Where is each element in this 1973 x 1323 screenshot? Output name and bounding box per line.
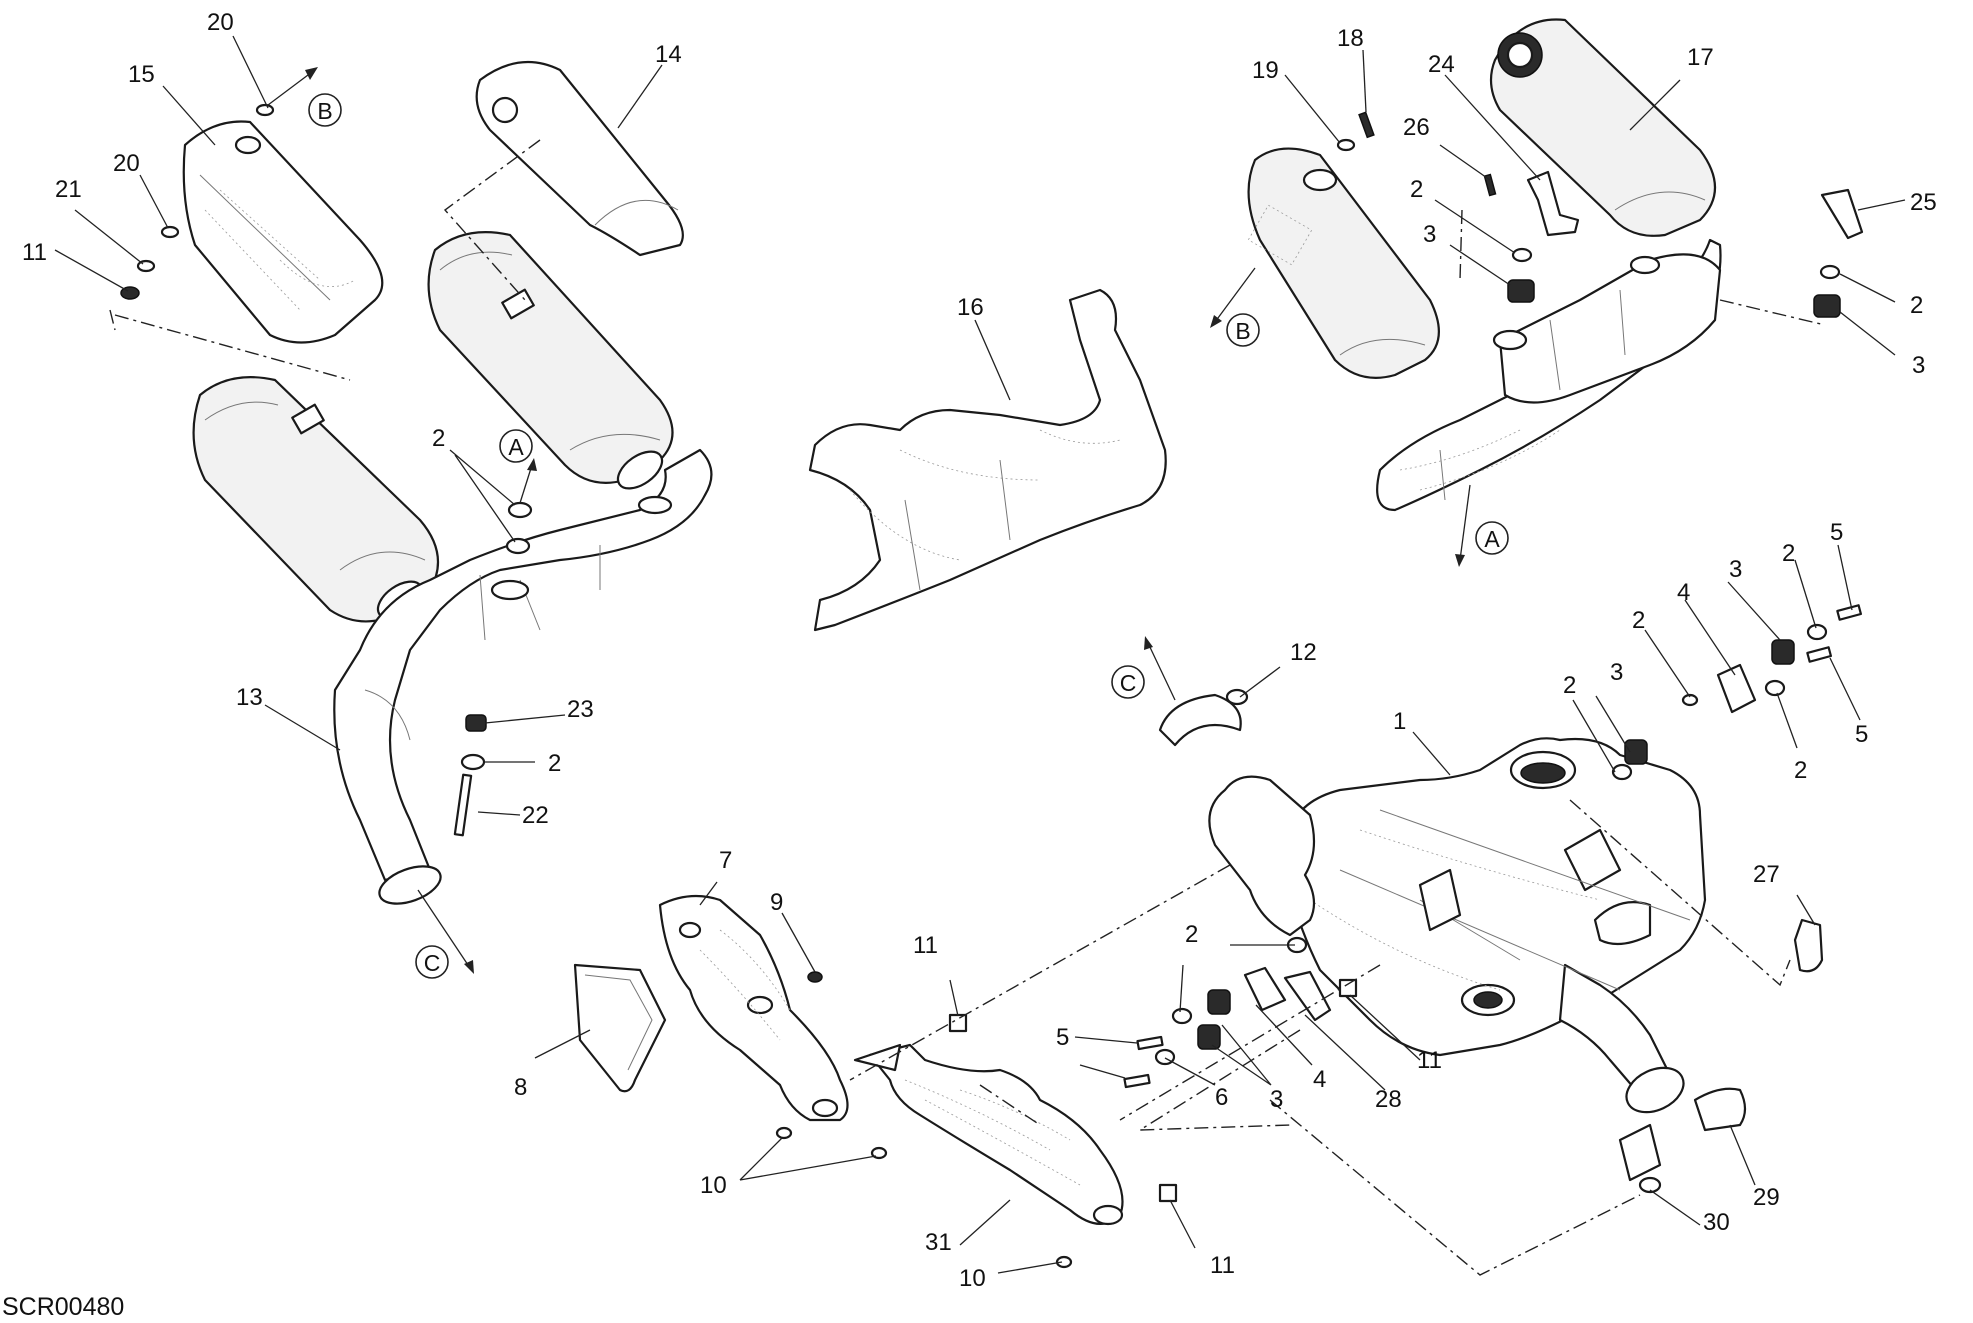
callout-28: 28 [1375, 1086, 1402, 1113]
callout-11: 11 [22, 239, 47, 266]
ref-marker-a-left: A [499, 429, 533, 463]
left-muffler-lower [192, 376, 440, 623]
ref-marker-c-left: C [415, 945, 449, 979]
callout-2: 2 [1632, 607, 1645, 634]
callout-2: 2 [1782, 540, 1795, 567]
svg-text:B: B [317, 98, 332, 124]
callout-21: 21 [55, 176, 82, 203]
callout-5: 5 [1855, 721, 1868, 748]
svg-text:A: A [1484, 526, 1500, 552]
callout-7: 7 [719, 847, 732, 874]
sensor-27 [1793, 918, 1824, 973]
ref-marker-b-right: B [1226, 313, 1260, 347]
callout-11: 11 [1417, 1047, 1442, 1074]
callout-2: 2 [1910, 292, 1923, 319]
callout-20: 20 [207, 9, 234, 36]
callout-11: 11 [913, 932, 938, 959]
callout-25: 25 [1910, 189, 1937, 216]
left-fasteners [120, 103, 533, 837]
callout-3: 3 [1610, 659, 1623, 686]
left-muffler-upper [427, 231, 674, 490]
callout-15: 15 [128, 61, 155, 88]
heat-shield-31 [853, 1043, 1124, 1226]
callout-3: 3 [1270, 1086, 1283, 1113]
ref-marker-a-right: A [1475, 521, 1509, 555]
callout-22: 22 [522, 802, 549, 829]
svg-text:C: C [424, 950, 441, 976]
callout-5: 5 [1830, 519, 1843, 546]
callout-6: 6 [1215, 1084, 1228, 1111]
callout-2: 2 [548, 750, 561, 777]
leader-lines [54, 35, 1906, 1274]
callout-2: 2 [1563, 672, 1576, 699]
callout-19: 19 [1252, 57, 1279, 84]
callout-11: 11 [1210, 1252, 1235, 1279]
callout-1: 1 [1393, 708, 1406, 735]
callout-10: 10 [700, 1172, 727, 1199]
reference-markers: B A C B A C [308, 93, 1509, 979]
callout-12: 12 [1290, 639, 1317, 666]
heat-shield-16 [808, 288, 1167, 632]
alignment-lines [109, 139, 1826, 1276]
callout-labels: 20 15 14 20 21 11 2 23 2 22 13 16 19 18 … [22, 9, 1937, 1292]
callout-16: 16 [957, 294, 984, 321]
callout-2: 2 [432, 425, 445, 452]
right-stack-fasteners [1611, 604, 1863, 781]
heat-shield-15 [182, 120, 384, 344]
callout-2: 2 [1794, 757, 1807, 784]
callout-5: 5 [1056, 1024, 1069, 1051]
callout-3: 3 [1423, 221, 1436, 248]
callout-4: 4 [1313, 1066, 1326, 1093]
callout-26: 26 [1403, 114, 1430, 141]
callout-24: 24 [1428, 51, 1455, 78]
ref-marker-b-left: B [308, 93, 342, 127]
callout-3: 3 [1729, 556, 1742, 583]
callout-30: 30 [1703, 1209, 1730, 1236]
callout-18: 18 [1337, 25, 1364, 52]
callout-14: 14 [655, 41, 682, 68]
silencer-1 [1208, 737, 1707, 1114]
callout-23: 23 [567, 696, 594, 723]
heat-shield-7 [658, 894, 849, 1122]
callout-20: 20 [113, 150, 140, 177]
right-exhaust-body [1376, 238, 1722, 512]
right-muffler-upper-left [1247, 147, 1440, 379]
right-muffler-17 [1489, 18, 1717, 237]
lower-fasteners [775, 936, 1747, 1269]
callout-2: 2 [1185, 921, 1198, 948]
reference-arrows [267, 67, 1471, 974]
callout-8: 8 [514, 1074, 527, 1101]
callout-31: 31 [925, 1229, 952, 1256]
callout-17: 17 [1687, 44, 1714, 71]
callout-2: 2 [1410, 176, 1423, 203]
right-fasteners [1336, 111, 1864, 318]
callout-29: 29 [1753, 1184, 1780, 1211]
callout-10: 10 [959, 1265, 986, 1292]
clamp-12 [1158, 688, 1249, 747]
callout-13: 13 [236, 684, 263, 711]
heat-shield-14 [475, 60, 684, 257]
callout-27: 27 [1753, 861, 1780, 888]
shield-8 [573, 963, 667, 1093]
callout-4: 4 [1677, 579, 1690, 606]
exhaust-pipe-13 [333, 448, 713, 905]
callout-3: 3 [1912, 352, 1925, 379]
svg-text:B: B [1235, 318, 1250, 344]
ref-marker-c-right: C [1111, 665, 1145, 699]
callout-9: 9 [770, 889, 783, 916]
svg-text:C: C [1120, 670, 1137, 696]
svg-text:A: A [508, 434, 524, 460]
drawing-code: SCR00480 [2, 1293, 124, 1321]
